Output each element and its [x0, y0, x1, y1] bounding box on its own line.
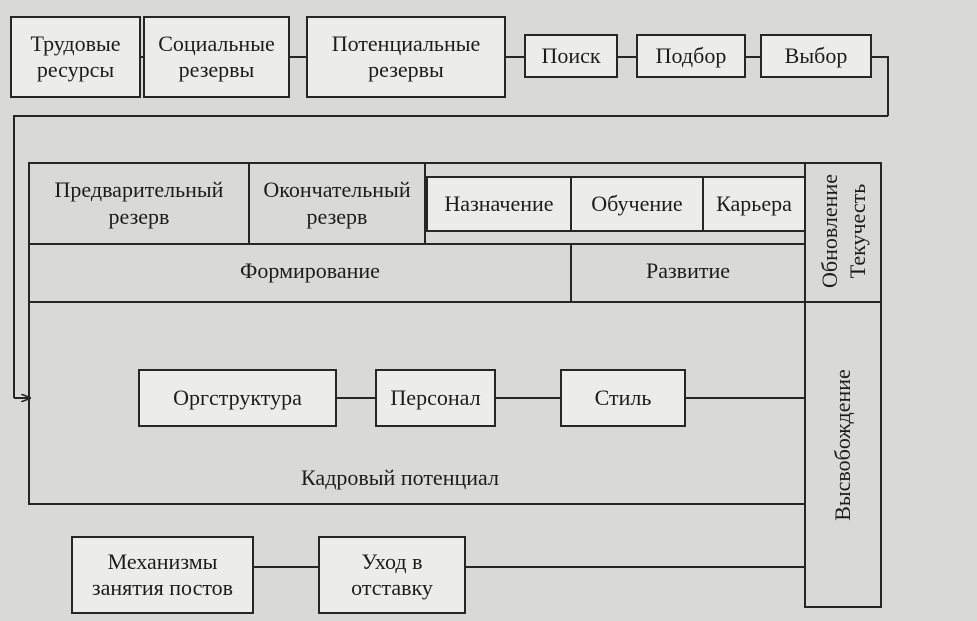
label-choice: Выбор — [784, 42, 848, 68]
label-potential-reserves: Потенциальные резервы — [331, 30, 481, 82]
box-career: Карьера — [702, 176, 806, 232]
label-turnover: Текучесть — [845, 183, 870, 279]
box-style: Стиль — [560, 369, 686, 427]
label-preliminary-reserve: Предварительный резерв — [54, 177, 224, 229]
box-training: Обучение — [570, 176, 704, 232]
label-labor-resources: Трудовые ресурсы — [30, 30, 121, 82]
label-social-reserves: Социальные резервы — [158, 30, 275, 82]
label-personnel-potential: Кадровый потенциал — [301, 465, 499, 490]
label-style: Стиль — [594, 384, 652, 410]
label-mechanisms: Механизмы занятия постов — [91, 548, 234, 600]
box-potential-reserves: Потенциальные резервы — [306, 16, 506, 98]
label-org-structure: Оргструктура — [173, 384, 302, 410]
box-selection: Подбор — [636, 34, 746, 78]
label-development: Развитие — [645, 258, 730, 283]
frame-side-top — [804, 162, 882, 303]
box-org-structure: Оргструктура — [138, 369, 337, 427]
label-search: Поиск — [541, 42, 601, 68]
label-retirement: Уход в отставку — [351, 548, 433, 600]
box-choice: Выбор — [760, 34, 872, 78]
box-labor-resources: Трудовые ресурсы — [10, 16, 141, 98]
label-appointment: Назначение — [444, 190, 554, 216]
label-personnel: Персонал — [390, 384, 481, 410]
label-selection: Подбор — [655, 42, 727, 68]
box-appointment: Назначение — [426, 176, 572, 232]
label-formation: Формирование — [240, 258, 380, 283]
label-release: Высвобождение — [830, 369, 855, 521]
box-final-reserve: Окончательный резерв — [248, 162, 426, 245]
label-final-reserve: Окончательный резерв — [263, 177, 411, 229]
label-career: Карьера — [716, 190, 792, 216]
box-mechanisms: Механизмы занятия постов — [71, 536, 254, 614]
label-renewal: Обновление — [817, 174, 842, 289]
line-loop-left — [13, 115, 888, 398]
box-social-reserves: Социальные резервы — [143, 16, 290, 98]
label-training: Обучение — [591, 190, 683, 216]
box-personnel: Персонал — [375, 369, 496, 427]
box-preliminary-reserve: Предварительный резерв — [28, 162, 250, 245]
line-choice-down — [871, 56, 889, 116]
box-retirement: Уход в отставку — [318, 536, 466, 614]
box-search: Поиск — [524, 34, 618, 78]
